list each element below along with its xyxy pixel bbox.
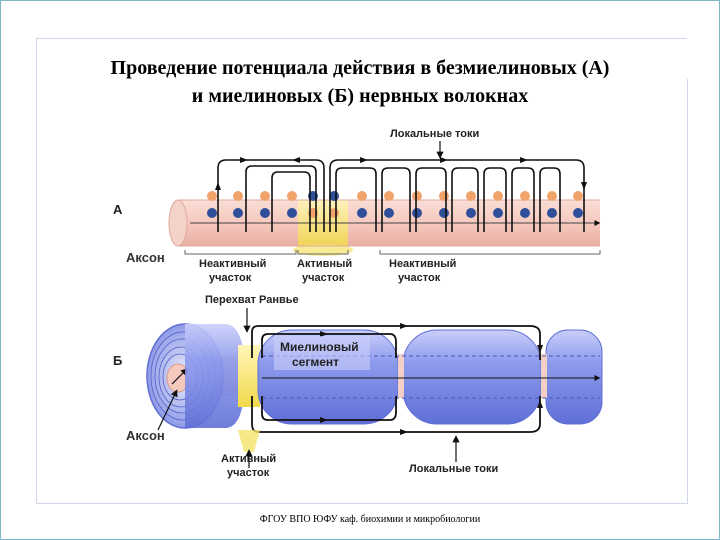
inactive-right-label-1: Неактивный — [389, 258, 456, 270]
charge-plus-icon — [260, 191, 270, 201]
active-region-glow-a — [293, 244, 353, 256]
panel-a-letter: А — [113, 202, 123, 217]
charge-plus-icon — [412, 191, 422, 201]
axon-a-end-cap — [168, 199, 188, 247]
charge-minus-icon — [439, 208, 449, 218]
inactive-right-label-2: участок — [398, 272, 441, 284]
node-of-ranvier-3 — [541, 354, 547, 398]
myelin-segment-label-2: сегмент — [292, 355, 339, 369]
charge-minus-icon — [384, 208, 394, 218]
node-of-ranvier-2 — [398, 354, 404, 398]
membrane-charges-a — [207, 191, 583, 218]
charge-plus-icon — [287, 191, 297, 201]
inactive-left-label-1: Неактивный — [199, 258, 266, 270]
charge-minus-icon — [233, 208, 243, 218]
local-current-loops-b — [251, 325, 541, 433]
node-of-ranvier-active — [238, 345, 260, 407]
charge-plus-icon — [520, 191, 530, 201]
panel-b-local-currents-label: Локальные токи — [409, 463, 498, 475]
active-label-1: Активный — [297, 258, 352, 270]
local-current-loops-a — [217, 159, 585, 232]
slide-content-border — [36, 38, 688, 504]
charge-minus-icon — [412, 208, 422, 218]
charge-plus-icon — [573, 191, 583, 201]
myelin-segment-fourth — [545, 329, 603, 425]
myelin-segment-label-1: Миелиновый — [280, 340, 359, 354]
charge-minus-icon — [493, 208, 503, 218]
inactive-left-label-2: участок — [209, 272, 252, 284]
charge-minus-icon — [260, 208, 270, 218]
charge-minus-icon — [287, 208, 297, 218]
local-current-arrows-a — [215, 157, 587, 190]
panel-b-active-label-2: участок — [227, 467, 270, 479]
panel-b-axon-label: Аксон — [126, 428, 165, 443]
charge-plus-icon — [233, 191, 243, 201]
charge-minus-icon — [573, 208, 583, 218]
node-of-ranvier-label: Перехват Ранвье — [205, 294, 299, 306]
charge-plus-icon — [207, 191, 217, 201]
footer-divider — [36, 503, 687, 504]
active-region-glow-b — [238, 430, 260, 452]
charge-minus-icon — [207, 208, 217, 218]
slide-footer: ФГОУ ВПО ЮФУ каф. биохимии и микробиолог… — [259, 514, 481, 525]
charge-minus-icon — [466, 208, 476, 218]
charge-plus-icon — [439, 191, 449, 201]
charge-minus-icon — [547, 208, 557, 218]
charge-minus-icon — [520, 208, 530, 218]
myelin-segment-third — [402, 329, 542, 425]
charge-plus-icon — [357, 191, 367, 201]
panel-a-local-currents-label: Локальные токи — [390, 128, 479, 140]
panel-b-letter: Б — [113, 353, 122, 368]
axon-b-core-arrow — [171, 367, 189, 385]
myelin-segment-first — [185, 324, 245, 428]
panel-b-active-label-1: Активный — [221, 453, 276, 465]
active-label-2: участок — [302, 272, 345, 284]
charge-minus-icon — [357, 208, 367, 218]
slide-title: Проведение потенциала действия в безмиел… — [40, 54, 680, 110]
local-current-arrows-b — [320, 323, 543, 435]
title-line-1: Проведение потенциала действия в безмиел… — [110, 57, 610, 79]
region-brackets-a — [184, 250, 601, 255]
charge-plus-icon — [384, 191, 394, 201]
axon-b-pointer — [157, 389, 178, 431]
title-line-2: и миелиновых (Б) нервных волокнах — [191, 85, 529, 107]
charge-plus-icon — [547, 191, 557, 201]
myelin-label-backdrop — [274, 336, 370, 370]
charge-plus-icon — [466, 191, 476, 201]
charge-plus-icon — [493, 191, 503, 201]
panel-a-axon-label: Аксон — [126, 250, 165, 265]
